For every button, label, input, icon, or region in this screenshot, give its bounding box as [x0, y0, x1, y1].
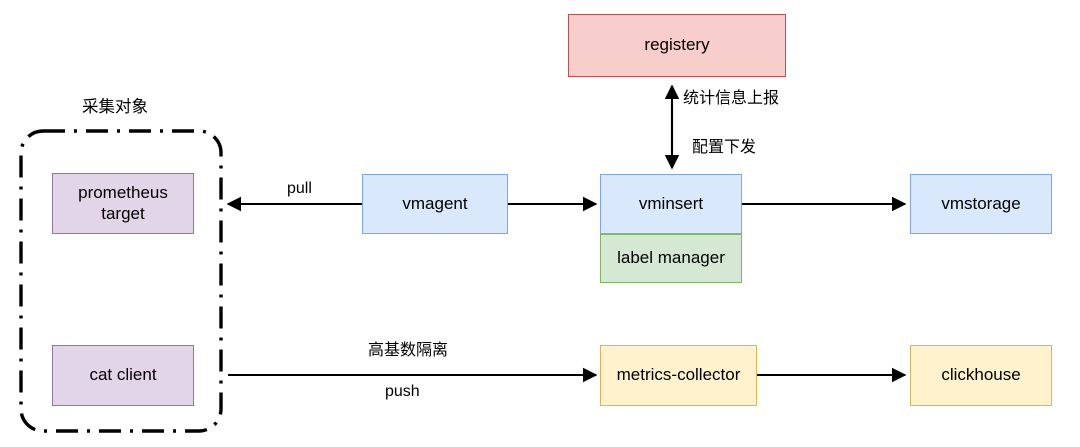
node-cat-client[interactable]: cat client [52, 345, 194, 406]
node-vminsert[interactable]: vminsert [600, 174, 742, 234]
node-vmstorage[interactable]: vmstorage [910, 174, 1052, 234]
node-clickhouse-label: clickhouse [941, 365, 1021, 385]
node-cat-client-label: cat client [89, 365, 157, 385]
node-metrics-collector[interactable]: metrics-collector [600, 345, 757, 406]
node-prometheus-target-line2: target [101, 203, 145, 223]
node-vmagent-label: vmagent [402, 193, 468, 213]
edge-label-stats-report: 统计信息上报 [683, 90, 780, 107]
node-clickhouse[interactable]: clickhouse [910, 345, 1052, 406]
node-registery[interactable]: registery [568, 14, 786, 77]
node-label-manager-label: label manager [617, 248, 725, 268]
node-registery-label: registery [644, 35, 710, 55]
node-metrics-collector-label: metrics-collector [616, 365, 741, 385]
node-prometheus-target-line1: prometheus [78, 183, 168, 203]
node-vmagent[interactable]: vmagent [362, 174, 508, 234]
edge-label-pull: pull [287, 180, 312, 197]
edge-label-push: push [385, 383, 420, 400]
edge-label-high-cardinality-isolation: 高基数隔离 [368, 342, 449, 359]
node-label-manager[interactable]: label manager [600, 234, 742, 283]
collection-target-group-boundary [19, 129, 223, 433]
edge-label-config-push: 配置下发 [692, 139, 757, 156]
node-vminsert-label: vminsert [638, 193, 704, 213]
collection-target-group-title: 采集对象 [82, 98, 148, 116]
node-vmstorage-label: vmstorage [941, 193, 1021, 213]
node-prometheus-target[interactable]: prometheus target [52, 173, 194, 234]
